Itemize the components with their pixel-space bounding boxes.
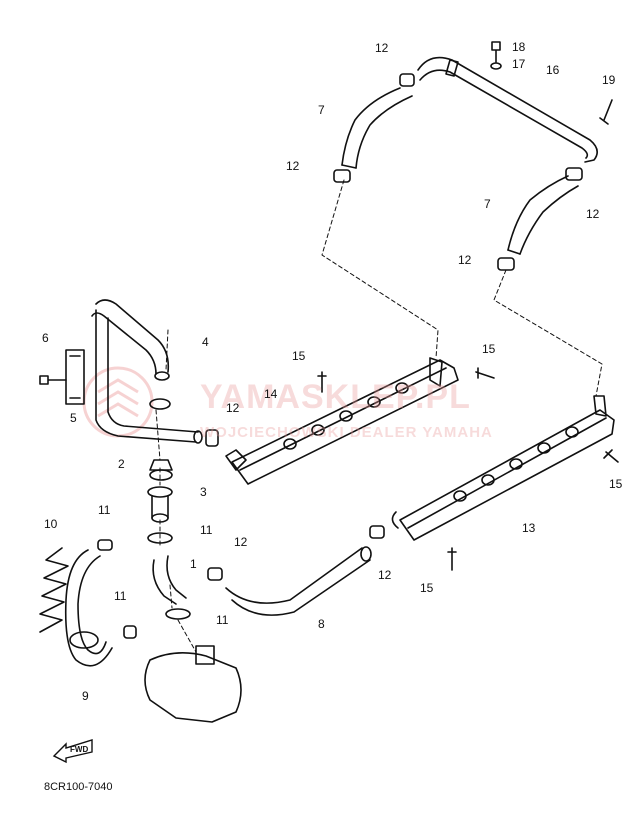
callout-12: 12 xyxy=(286,159,300,173)
callout-12: 12 xyxy=(378,568,392,582)
callout-11: 11 xyxy=(98,503,111,517)
callout-7: 7 xyxy=(318,103,325,117)
bolt-18 xyxy=(491,41,501,63)
cooling-pipe-13 xyxy=(391,395,615,541)
hose-4 xyxy=(91,299,203,444)
callout-16: 16 xyxy=(546,63,560,77)
callout-17: 17 xyxy=(512,57,526,71)
clamp-11-c xyxy=(123,625,137,639)
callout-11: 11 xyxy=(114,589,127,603)
callout-10: 10 xyxy=(44,517,58,531)
callout-13: 13 xyxy=(522,521,536,535)
callout-6: 6 xyxy=(42,331,49,345)
callout-4: 4 xyxy=(202,335,209,349)
clamp-11-d xyxy=(165,608,191,620)
fwd-label: FWD xyxy=(70,745,88,754)
leader-lines xyxy=(155,179,603,653)
top-crossover-pipe xyxy=(417,56,598,163)
clamp-12-left-a xyxy=(149,398,171,410)
callout-11: 11 xyxy=(200,523,213,537)
callout-3: 3 xyxy=(200,485,207,499)
bolt-19 xyxy=(599,99,613,125)
callout-19: 19 xyxy=(602,73,616,87)
clamp-12-low xyxy=(207,567,223,581)
bolt-15-far-right xyxy=(603,449,619,463)
engine-housing xyxy=(144,645,242,723)
callout-15: 15 xyxy=(609,477,623,491)
bolt-6 xyxy=(39,375,67,385)
catalog-code: 8CR100-7040 xyxy=(44,781,113,793)
clamp-12-pipe13 xyxy=(369,525,385,539)
clamp-12-left-b xyxy=(205,429,219,447)
callout-2: 2 xyxy=(118,457,125,471)
callout-11: 11 xyxy=(216,613,229,627)
callout-8: 8 xyxy=(318,617,325,631)
clamp-11-b xyxy=(97,539,113,551)
washer-17 xyxy=(490,62,502,70)
callout-7: 7 xyxy=(484,197,491,211)
clamp-12-top xyxy=(399,73,415,87)
callout-14: 14 xyxy=(264,387,278,401)
callout-5: 5 xyxy=(70,411,77,425)
callout-12: 12 xyxy=(375,41,389,55)
bolt-15-left xyxy=(317,371,327,393)
forward-arrow-icon: FWD xyxy=(52,739,93,764)
callout-12: 12 xyxy=(586,207,600,221)
watermark-logo xyxy=(82,366,154,438)
hose-7-right xyxy=(507,175,579,255)
callout-12: 12 xyxy=(458,253,472,267)
spring-10 xyxy=(39,547,69,633)
clamp-11-a xyxy=(147,532,173,544)
hose-8 xyxy=(225,546,372,616)
thermostat-3 xyxy=(147,486,173,523)
callout-9: 9 xyxy=(82,689,89,703)
callout-18: 18 xyxy=(512,40,526,54)
callout-1: 1 xyxy=(190,557,197,571)
watermark-text: YAMASKLEP.PL xyxy=(200,378,471,416)
hose-1 xyxy=(152,555,187,605)
thermostat-cover-2 xyxy=(149,459,173,481)
bracket-5 xyxy=(65,349,85,405)
callout-15: 15 xyxy=(482,342,496,356)
hose-7-upper xyxy=(341,87,413,169)
clamp-12-mid-left xyxy=(333,169,351,183)
cooling-pipe-14 xyxy=(225,357,459,485)
callout-12: 12 xyxy=(226,401,240,415)
bolt-15-bottom xyxy=(447,547,457,571)
hose-9 xyxy=(64,549,113,667)
watermark-subtext: WOJCIECHOWSKI DEALER YAMAHA xyxy=(200,424,493,441)
bolt-15-right xyxy=(475,367,495,379)
clamp-12-lower-right xyxy=(497,257,515,271)
callout-12: 12 xyxy=(234,535,248,549)
callout-15: 15 xyxy=(292,349,306,363)
callout-15: 15 xyxy=(420,581,434,595)
clamp-12-mid-right xyxy=(565,167,583,181)
